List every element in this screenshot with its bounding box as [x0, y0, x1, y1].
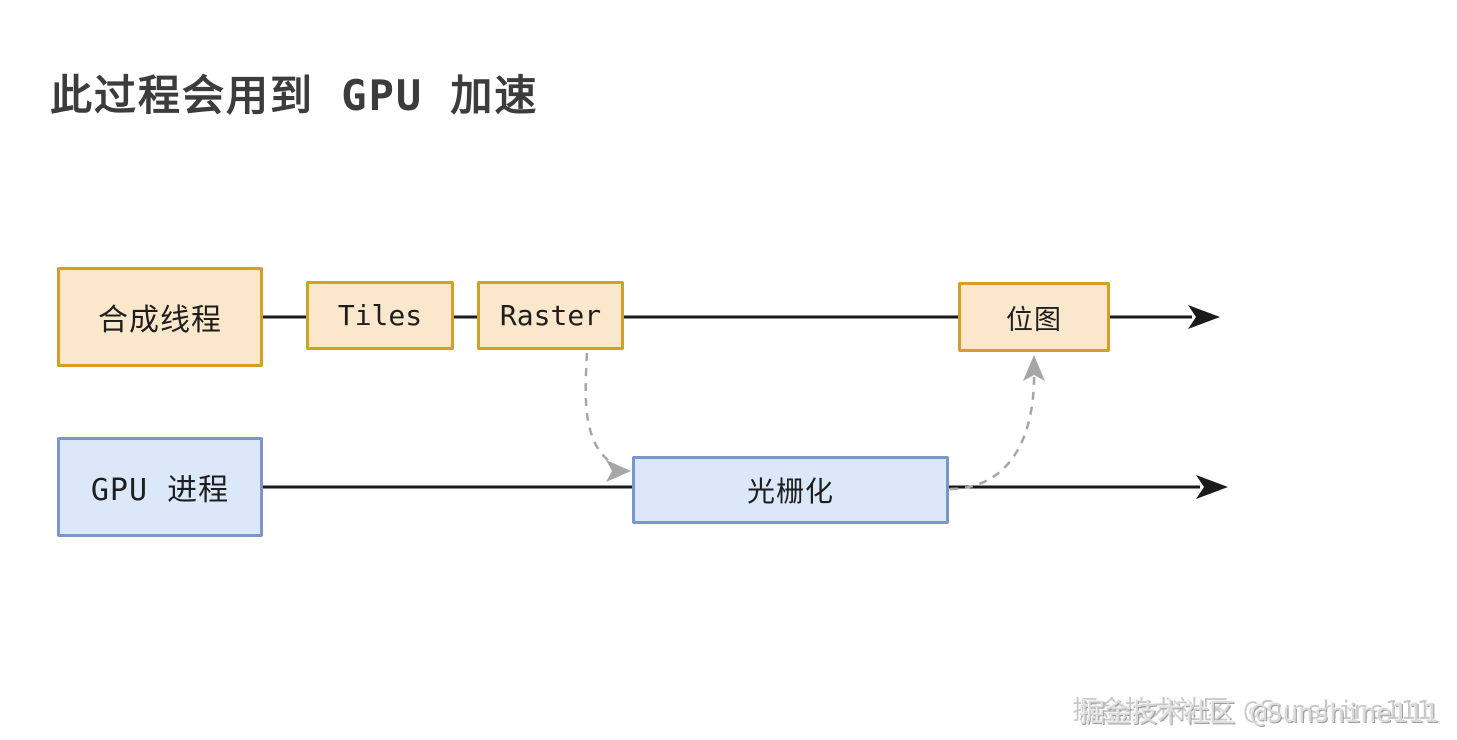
node-bitmap: 位图 — [958, 282, 1110, 352]
node-raster: Raster — [477, 281, 624, 350]
diagram-title: 此过程会用到 GPU 加速 — [50, 71, 539, 120]
dashed-arrow-rasterization-to-bitmap — [949, 367, 1036, 491]
node-gpu-process-label: GPU 进程 — [90, 473, 230, 508]
dashed-arrowhead-right-icon — [606, 460, 631, 482]
node-tiles-label: Tiles — [337, 299, 423, 332]
dashed-arrowhead-up-icon — [1023, 355, 1045, 381]
node-gpu-process: GPU 进程 — [57, 437, 263, 537]
node-raster-label: Raster — [499, 299, 602, 332]
node-compositor-thread-label: 合成线程 — [98, 303, 222, 338]
top-flow-arrowhead-icon — [1188, 305, 1220, 329]
node-tiles: Tiles — [306, 281, 454, 350]
bottom-flow-arrowhead-icon — [1196, 475, 1228, 499]
node-bitmap-label: 位图 — [1006, 304, 1062, 336]
node-rasterization: 光栅化 — [632, 456, 949, 524]
node-compositor-thread: 合成线程 — [57, 267, 263, 367]
node-rasterization-label: 光栅化 — [746, 475, 834, 508]
dashed-arrow-raster-to-rasterization — [584, 352, 621, 470]
